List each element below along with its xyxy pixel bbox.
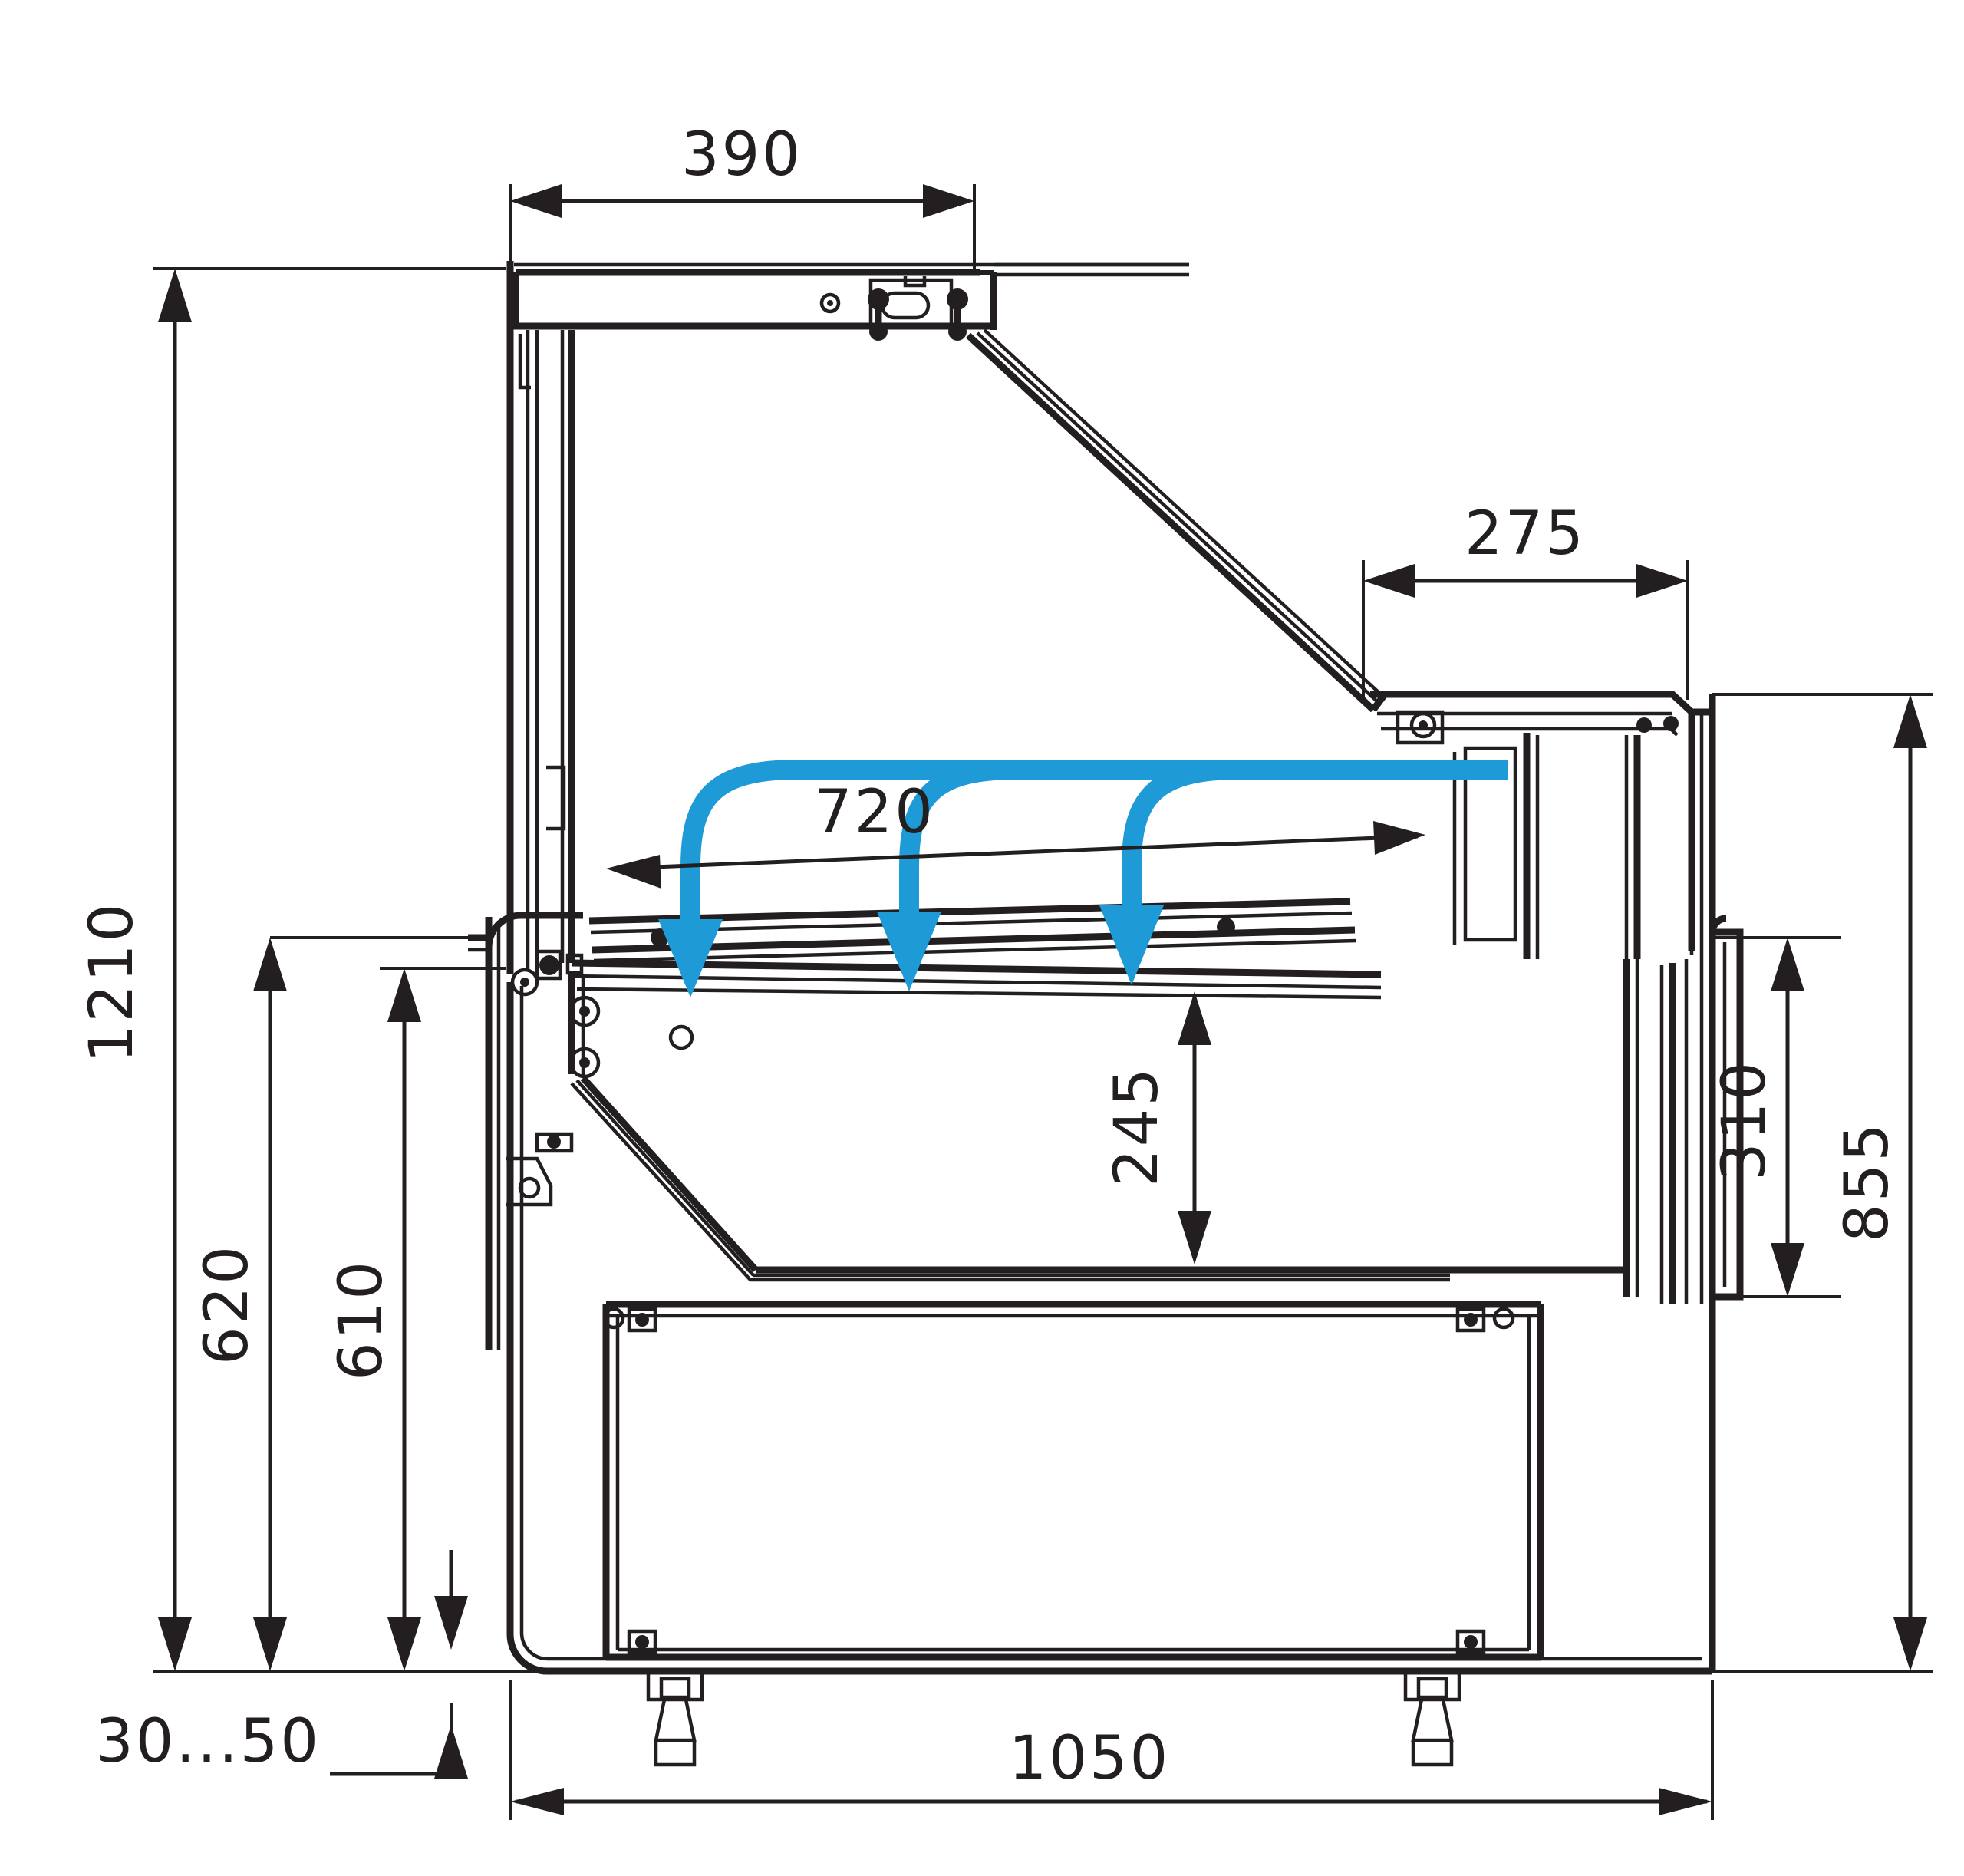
dimension-label-610: 610: [327, 1259, 396, 1380]
rear-upper-housing: [1370, 691, 1716, 1304]
dimension-label-245: 245: [1102, 1066, 1171, 1187]
canopy-glass-sloped: [965, 328, 1388, 713]
dimension-label-390: 390: [681, 120, 802, 190]
dimension-310: 310: [1710, 936, 1841, 1298]
dimension-30-50: 30...50: [95, 1550, 468, 1779]
front-lower-glass: [571, 959, 1382, 1000]
dimension-group: 390 275 720 1210: [77, 120, 1933, 1820]
dimension-855: 855: [1712, 693, 1933, 1673]
cabinet-tank-body: [468, 912, 1689, 1531]
dimension-label-275: 275: [1465, 499, 1586, 569]
base-plinth-panel: [506, 1301, 1716, 1675]
dimension-label-30-50: 30...50: [95, 1707, 321, 1776]
dimension-390: 390: [509, 120, 976, 270]
dimension-label-620: 620: [193, 1244, 262, 1365]
dimension-275: 275: [1362, 499, 1689, 700]
front-upright-frame: [506, 261, 575, 974]
dimension-620: 620: [193, 936, 606, 1673]
dimension-1050: 1050: [509, 1680, 1714, 1820]
dimension-label-1050: 1050: [1009, 1724, 1171, 1793]
airflow-indicator-group: [658, 760, 1508, 997]
dimension-label-310: 310: [1710, 1060, 1779, 1181]
dimension-245: 245: [1102, 991, 1211, 1264]
dimension-label-855: 855: [1833, 1121, 1902, 1242]
top-canopy-panel: [512, 262, 1189, 341]
dimension-720: 720: [606, 778, 1425, 889]
dimension-label-720: 720: [814, 778, 935, 847]
cabinet-geometry: [468, 261, 1744, 1767]
adjustable-feet: [646, 1671, 1461, 1767]
dimension-610: 610: [327, 967, 506, 1671]
dimension-label-1210: 1210: [77, 902, 147, 1063]
